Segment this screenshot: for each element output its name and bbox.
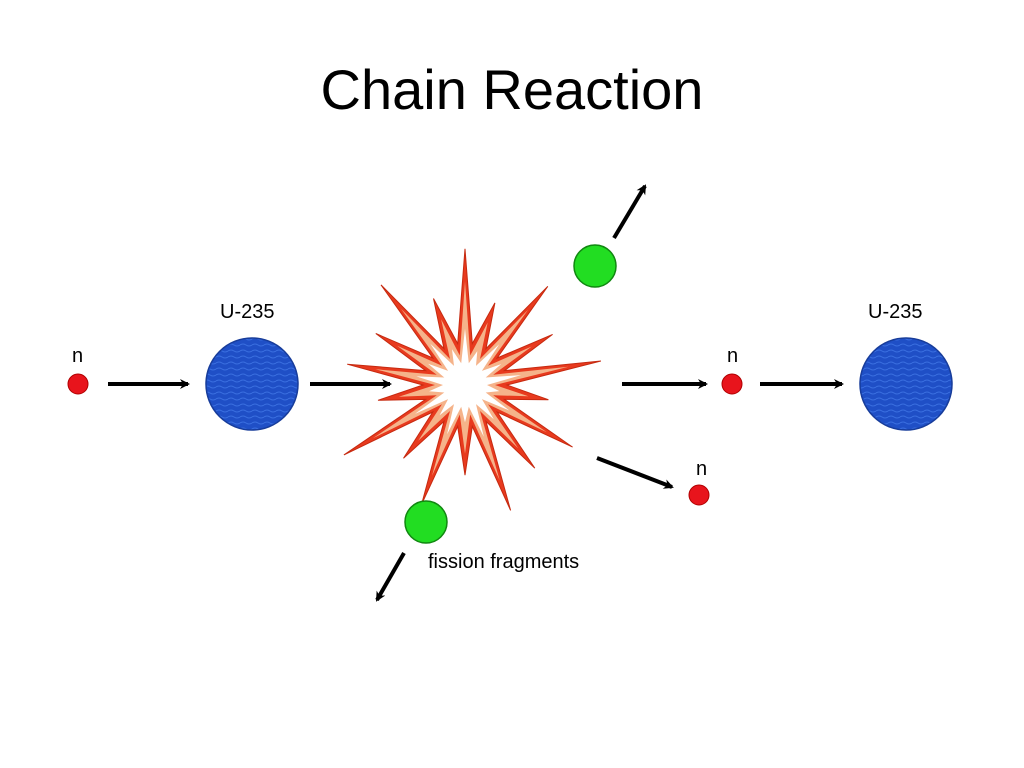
uranium-nucleus-left [205, 337, 299, 431]
arrow-fragment-upper [612, 184, 647, 240]
released-neutron-lower [688, 484, 710, 506]
uranium-right-label: U-235 [868, 301, 922, 323]
arrow-to-lower-neutron [596, 456, 674, 489]
slide-title: Chain Reaction [320, 58, 704, 121]
uranium-nucleus-right [859, 337, 953, 431]
fission-fragment-lower [404, 500, 448, 544]
incoming-neutron [67, 373, 89, 395]
released-neutron-middle [721, 373, 743, 395]
released-neutron-middle-label: n [727, 345, 738, 367]
fission-burst [343, 248, 602, 511]
arrow-fragment-lower [375, 552, 406, 602]
uranium-left-label: U-235 [220, 301, 274, 323]
fission-fragments-label: fission fragments [428, 551, 579, 573]
fission-fragment-upper [573, 244, 617, 288]
released-neutron-lower-label: n [696, 458, 707, 480]
incoming-neutron-label: n [72, 345, 83, 367]
